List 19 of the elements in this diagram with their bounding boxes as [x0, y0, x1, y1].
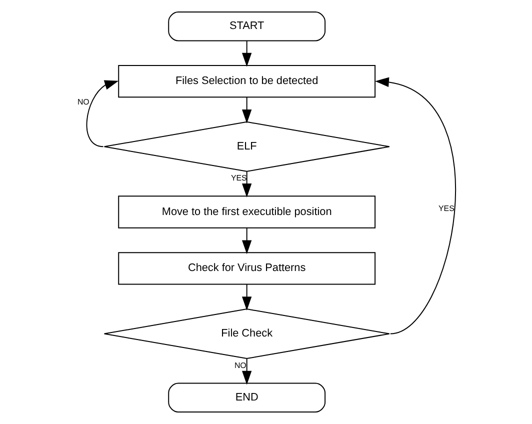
edge-label: YES: [438, 204, 454, 214]
node-box: Check for Virus Patterns: [118, 252, 376, 285]
arrow: [241, 40, 252, 67]
node-box: START: [168, 12, 326, 42]
arrow: [86, 80, 118, 148]
arrow: [241, 358, 252, 385]
edge-label: NO: [234, 361, 246, 370]
node-box: END: [168, 382, 326, 412]
node-diamond: File Check: [103, 308, 390, 360]
edge-label: NO: [76, 98, 89, 107]
node-diamond: ELF: [103, 121, 390, 172]
arrow: [241, 171, 252, 198]
arrow: [241, 227, 252, 254]
arrow: [374, 77, 456, 334]
arrow: [241, 96, 252, 124]
node-box: Files Selection to be detected: [118, 64, 376, 98]
arrow: [241, 284, 252, 310]
node-box: Move to the first executible position: [118, 196, 376, 228]
edge-label: YES: [230, 174, 246, 183]
